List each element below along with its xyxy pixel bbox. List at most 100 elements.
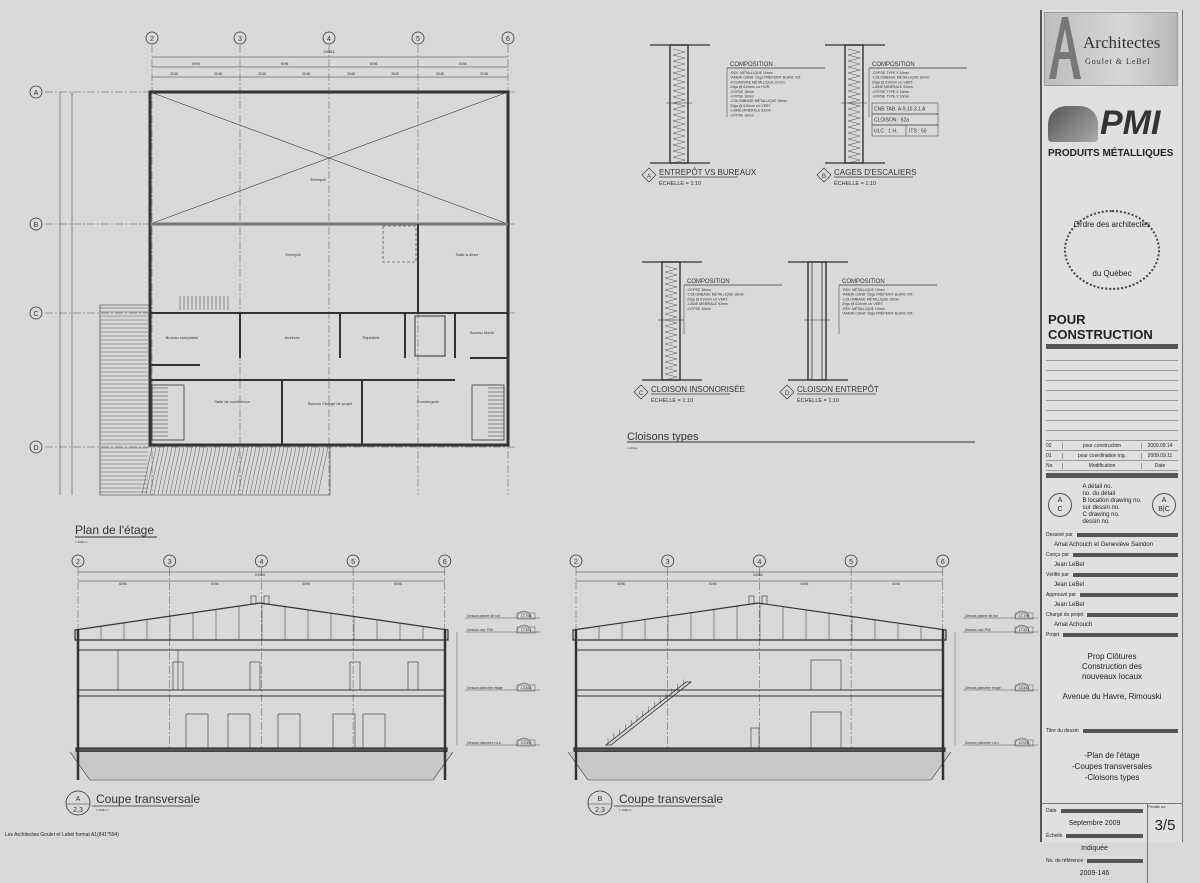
level-marker: [1014, 682, 1030, 691]
grid-bubble: [29, 306, 43, 320]
hatch-line: [257, 446, 269, 495]
level-box: [1014, 739, 1034, 747]
scale-value: Indiquée: [1081, 845, 1108, 852]
level-value: 10.000: [1019, 741, 1030, 745]
foundation: [567, 751, 952, 781]
wall-detail-b: COMPOSITION-GYPSE TYPE X 16mm-COLOMBAGE …: [816, 44, 967, 187]
detail-title: CAGES D'ESCALIERS: [834, 168, 916, 177]
office-walls: [150, 312, 508, 445]
grid-bubble: [411, 31, 425, 45]
grid-label: A: [34, 90, 39, 97]
insulation-hatch: [672, 102, 686, 110]
detail-letter: D: [785, 391, 790, 397]
hatch-line: [309, 446, 321, 495]
level-label: Dessus plancher étage: [467, 686, 503, 690]
spec-cnb: CNB TAB. A-9.10.3.1.A: [874, 107, 926, 113]
insulation-hatch: [664, 271, 678, 279]
stair-left: [151, 384, 185, 441]
insulation-hatch: [672, 150, 686, 158]
grid-bubble: [569, 554, 583, 568]
composition-line: -GYPSE 16mm: [687, 288, 711, 292]
wall-layers: [807, 261, 827, 381]
composition-line: -GYPSE TYPE X 16mm: [872, 90, 909, 94]
grid-bubble: [29, 85, 43, 99]
composition-line: -COLOMBAGE MÉTALLIQUE 92mm: [872, 75, 929, 80]
section-b-scale: 1:100mm: [619, 808, 632, 812]
grid-label: C: [33, 311, 38, 318]
dimension-text: 24384: [255, 573, 265, 577]
grid-label: B: [34, 222, 39, 229]
roof-vent: [250, 595, 257, 605]
grid-bubble: [233, 31, 247, 45]
insulation-hatch: [847, 108, 861, 116]
composition-line: -GYPSE 16mm: [730, 90, 754, 94]
grid-bubble: [322, 31, 336, 45]
hatch-line: [233, 446, 245, 495]
composition-line: -GYPSE 16mm: [730, 113, 754, 117]
detail-title: CLOISON ENTREPÔT: [797, 385, 879, 394]
detail-marker: [779, 384, 795, 400]
section-b-title: Coupe transversale: [619, 792, 723, 806]
dimension-text: 6096: [303, 582, 311, 586]
detail-scale: ÉCHELLE = 1:10: [797, 397, 839, 404]
grid-label: 3: [168, 559, 172, 566]
insulation-hatch: [847, 102, 861, 110]
detail-marker: [641, 167, 657, 183]
hatch-line: [181, 446, 193, 495]
hatch-line: [209, 446, 221, 495]
hatch-line: [285, 446, 297, 495]
insulation-hatch: [664, 277, 678, 285]
insulation-hatch: [672, 54, 686, 62]
checked-by: Jean LeBel: [1054, 582, 1085, 588]
hatch-line: [145, 446, 157, 495]
dimension-text: 6096: [211, 582, 219, 586]
level-box: [1014, 626, 1034, 634]
grid-label: D: [33, 445, 38, 452]
hatch-line: [205, 446, 217, 495]
level-marker: [1014, 610, 1030, 619]
overhead-door: [810, 711, 842, 749]
room-label: Bureau Marie: [470, 330, 495, 335]
insulation-hatch: [664, 301, 678, 309]
door: [349, 661, 361, 691]
dimension-text: 24384: [753, 573, 763, 577]
wall-detail-c: COMPOSITION-GYPSE 16mm-COLOMBAGE MÉTALLI…: [633, 261, 782, 404]
dimension-text: 3048: [436, 72, 444, 76]
insulation-hatch: [664, 313, 678, 321]
level-value: 13.543: [1019, 686, 1030, 690]
insulation-hatch: [672, 84, 686, 92]
spec-cloison: CLOISON : 52a: [874, 118, 909, 124]
door: [810, 659, 842, 691]
grid-bubble: [254, 554, 268, 568]
room-label: Entrepôt: [285, 252, 301, 257]
room-label: Papeterie: [362, 335, 380, 340]
insulation-hatch: [847, 84, 861, 92]
roof: [74, 602, 449, 641]
spec-its: ITS : 50: [909, 129, 927, 135]
insulation-hatch: [847, 138, 861, 146]
washroom: [414, 315, 446, 357]
insulation-hatch: [672, 114, 686, 122]
plan-title: Plan de l'étage: [75, 523, 154, 537]
composition-line: 20ga @ 610mm c/c VERT.: [872, 80, 914, 84]
door: [227, 713, 251, 749]
composition-line: -LAINE MINÉRALE 92mm: [687, 301, 728, 306]
room-label: Bureau comptable: [166, 335, 199, 340]
cloisons-scale: 1:10mm: [627, 446, 638, 450]
exterior-ramp: [99, 304, 331, 496]
hatch-line: [149, 446, 161, 495]
composition-line: -REV. MÉTALLIQUE 19mm: [842, 287, 885, 292]
room-label: Entrepôt: [310, 177, 326, 182]
level-label: Dessus panne de toit: [965, 614, 998, 618]
dimension-text: 3048: [170, 72, 178, 76]
composition-line: -LAINE MINÉRALE 92mm: [872, 84, 913, 89]
composition-heading: COMPOSITION: [842, 279, 885, 285]
grid-bubble: [661, 554, 675, 568]
insulation-hatch: [664, 349, 678, 357]
cloisons-title: Cloisons types: [627, 431, 699, 443]
grid-bubble: [71, 554, 85, 568]
grid-label: 3: [666, 559, 670, 566]
